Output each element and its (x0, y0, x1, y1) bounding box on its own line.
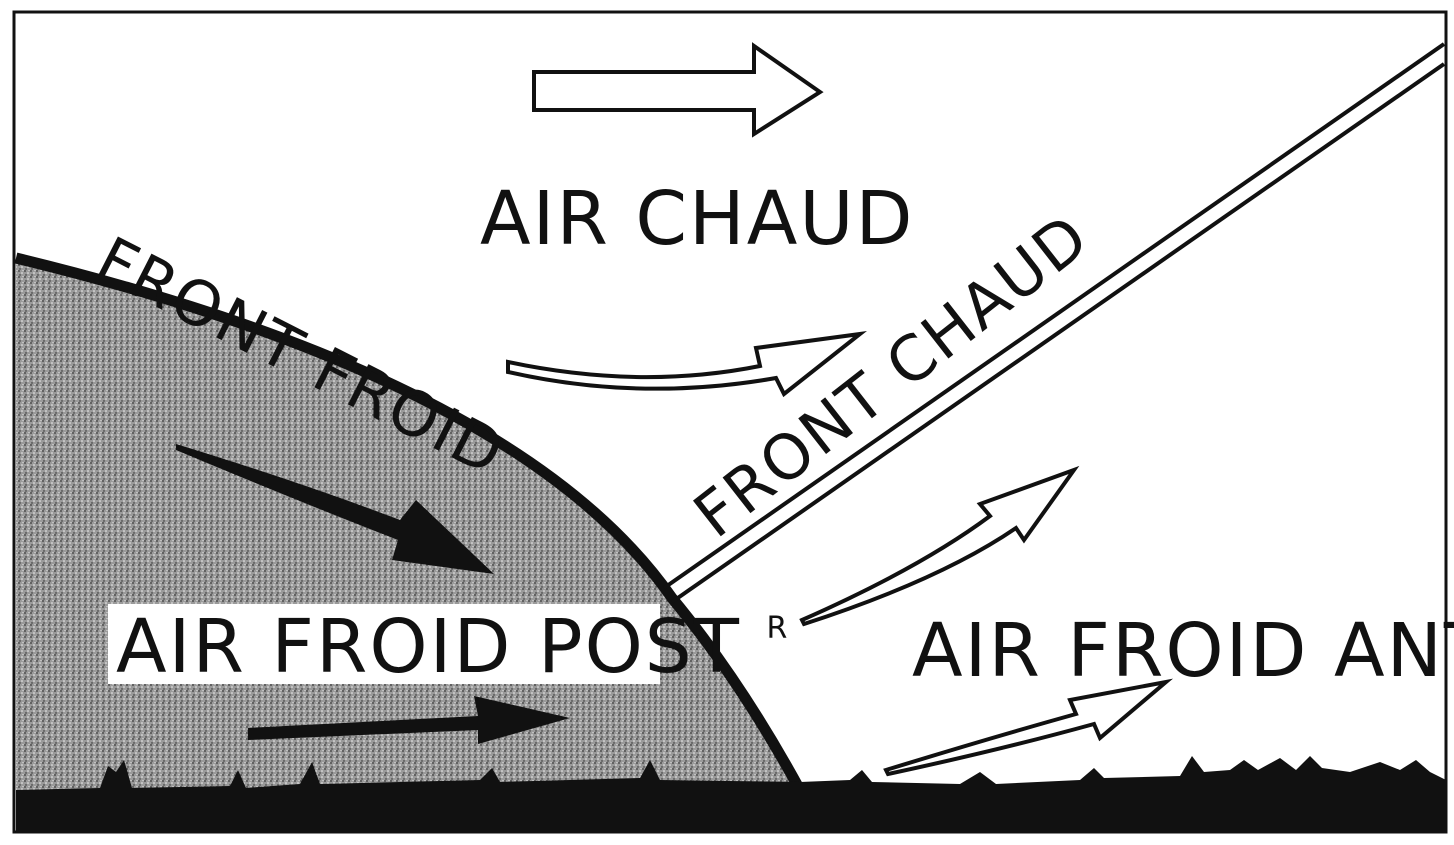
warm-air-arrow-icon (532, 42, 824, 138)
cold-air-rear-sup: R (767, 611, 790, 646)
overrunning-air-arrow-icon (799, 465, 1080, 627)
ground-silhouette (16, 756, 1446, 832)
cold-air-ahead-arrow-icon (883, 678, 1174, 777)
cold-air-ahead-text: AIR FROID ANT (912, 608, 1454, 694)
rising-air-arrow-icon (506, 331, 867, 398)
cold-air-rear-label-box (108, 604, 660, 684)
cold-air-rear-text: AIR FROID POST (116, 604, 741, 690)
cold-air-arrow-lower-icon (248, 696, 570, 744)
cold-air-arrow-upper-icon (176, 444, 494, 574)
warm-front-line (662, 42, 1446, 604)
warm-air-label: AIR CHAUD (480, 176, 914, 262)
cold-air-rear-label: AIR FROID POST R (116, 604, 789, 690)
cold-air-ahead-label: AIR FROID ANT R (912, 608, 1454, 694)
cold-front-line (14, 252, 805, 793)
